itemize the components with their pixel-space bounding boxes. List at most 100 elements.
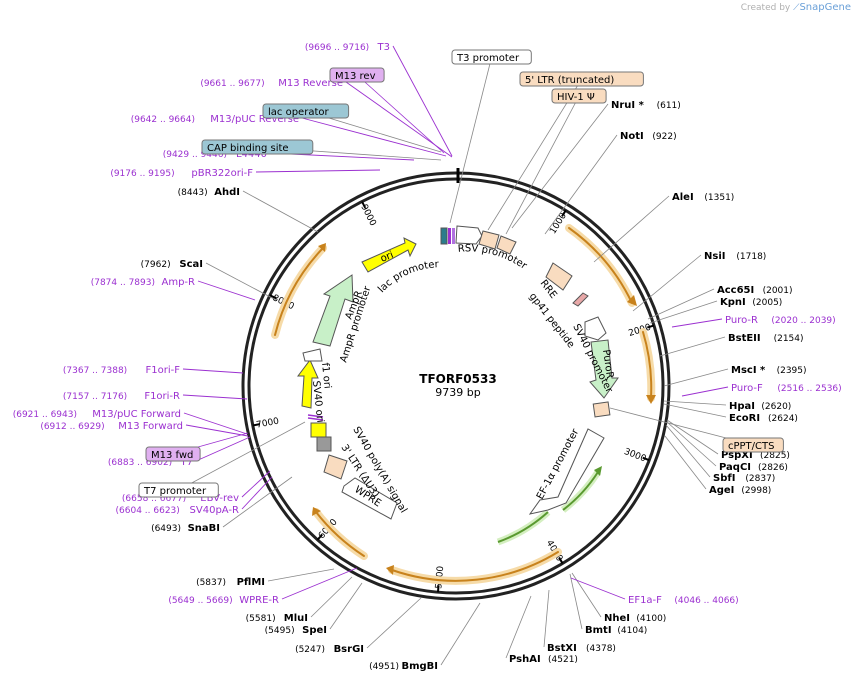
enzyme-scai: ScaI — [179, 259, 203, 270]
leader-line — [663, 403, 727, 418]
enzyme-pos-bmti: (4104) — [617, 626, 647, 636]
primer-pos-sv40pa-r: (6604 .. 6623) — [116, 506, 180, 516]
hiv-psi-box — [496, 235, 517, 255]
enzyme-pos-bstxi: (4378) — [586, 644, 616, 654]
primer-pos-puro-r: (2020 .. 2039) — [771, 316, 835, 326]
snapgene-credit: Created by ⟋SnapGene — [741, 2, 851, 13]
primer-leader — [182, 394, 248, 400]
enzyme-pos-bsrgi: (5247) — [295, 645, 325, 655]
primer-m13-forward: M13 Forward — [118, 421, 183, 432]
primer-leader — [681, 386, 729, 397]
leader-line — [665, 424, 711, 478]
primer-leader — [183, 412, 248, 435]
leader-line — [310, 576, 353, 618]
annotation-labels: NruI *(611)NotI(922)AleI(1351)NsiI(1718)… — [13, 42, 842, 672]
tick-label: 3000 — [622, 447, 647, 465]
tick-mark — [436, 585, 440, 593]
primer-leader — [197, 280, 256, 301]
leader-line — [663, 400, 727, 406]
enzyme-pos-kpni: (2005) — [752, 298, 782, 308]
tick-mark — [561, 209, 567, 217]
leader-line — [505, 595, 532, 659]
enzyme-agei: AgeI — [709, 485, 734, 496]
enzyme-msci: MscI * — [731, 365, 766, 376]
tick-mark — [252, 423, 260, 427]
feature-box-m13-rev — [329, 67, 385, 83]
sv40-promoter-arrow — [584, 316, 607, 341]
leader-line — [593, 195, 670, 263]
tick-mark — [316, 533, 323, 541]
lac-promoter-arrow — [455, 225, 483, 245]
box-leader — [505, 95, 580, 235]
feature-box-hiv-1 — [551, 88, 607, 104]
sv40-ori-label: SV40 ori — [310, 380, 325, 423]
enzyme-pos-msci: (2395) — [777, 366, 807, 376]
primer-wpre-r: WPRE-R — [239, 595, 279, 606]
rre-box — [545, 262, 573, 291]
enzyme-pshai: PshAI — [509, 654, 541, 665]
enzyme-noti: NotI — [620, 131, 644, 142]
tick-mark — [361, 201, 367, 209]
primer-puro-f: Puro-F — [731, 383, 763, 394]
feature-box-label-5-ltr-truncated: 5' LTR (truncated) — [525, 75, 614, 86]
feature-box-label-cppt-cts: cPPT/CTS — [728, 441, 774, 452]
feature-box-5-ltr-truncated — [519, 71, 644, 87]
tick-label: 9000 — [358, 203, 377, 228]
leader-line — [666, 421, 717, 467]
primer-leader — [241, 476, 273, 510]
primer-pos-ef1a-f: (4046 .. 4066) — [674, 596, 738, 606]
primer-pos-f1ori-r: (7157 .. 7176) — [63, 392, 127, 402]
primer-pos-t7: (6883 .. 6902) — [108, 458, 172, 468]
rsv-ltr-box — [478, 230, 500, 250]
enzyme-bsteii: BstEII — [728, 333, 761, 344]
ampr-arrow — [312, 274, 354, 347]
enzyme-pos-ahdi: (8443) — [178, 188, 208, 198]
feature-box-cap-binding-site — [201, 139, 314, 155]
enzyme-spei: SpeI — [302, 625, 327, 636]
enzyme-pos-agei: (2998) — [741, 486, 771, 496]
primer-leader — [195, 436, 251, 462]
enzyme-pflmi: PflMI — [237, 577, 265, 588]
leader-line — [267, 568, 335, 582]
primer-pos-m13-reverse: (9661 .. 9677) — [200, 79, 264, 89]
leader-line — [666, 419, 719, 455]
primer-leader — [255, 169, 381, 173]
ori-label: ori — [379, 250, 395, 265]
plasmid-name: TFORF0533 — [419, 372, 496, 386]
primer-leader — [671, 318, 723, 328]
leader-line — [511, 103, 609, 229]
feature-box-m13-fwd — [145, 446, 201, 462]
orf-arrows-inner — [496, 466, 602, 546]
primer-ef1a-f: EF1a-F — [628, 595, 662, 606]
enzyme-pos-hpai: (2620) — [761, 402, 791, 412]
enzyme-snabi: SnaBI — [188, 523, 220, 534]
feature-box-label-m13-fwd: M13 fwd — [151, 450, 193, 461]
enzyme-paqci: PaqCI — [719, 462, 751, 473]
enzyme-pos-spei: (5495) — [265, 626, 295, 636]
box-leader — [487, 78, 583, 231]
tick-mark — [646, 324, 655, 329]
leader-line — [649, 300, 718, 324]
enzyme-sbfi: SbfI — [713, 473, 735, 484]
leader-line — [647, 288, 715, 320]
primer-amp-r: Amp-R — [162, 277, 196, 288]
enzyme-alei: AleI — [672, 192, 694, 203]
enzyme-pos-pshai: (4521) — [548, 655, 578, 665]
primer-leader — [241, 470, 271, 498]
enzyme-pos-bmgbi: (4951) — [369, 662, 399, 672]
leader-line — [664, 435, 707, 490]
leader-lines — [172, 45, 754, 666]
ef1a-promoter-arrow — [528, 428, 605, 515]
enzyme-pos-paqci: (2826) — [758, 463, 788, 473]
feature-box-label-cap-binding-site: CAP binding site — [207, 143, 289, 154]
backbone — [241, 168, 671, 601]
enzyme-pos-nrui: (611) — [657, 101, 681, 111]
enzyme-nrui: NruI * — [611, 100, 645, 111]
credit-brand: SnapGene — [799, 2, 851, 13]
enzyme-bsrgi: BsrGI — [334, 644, 364, 655]
puror-arrow — [589, 339, 619, 399]
leader-line — [543, 589, 550, 648]
ampr-promoter-arrow — [302, 348, 323, 362]
f1-ori-label: f1 ori — [319, 362, 333, 389]
leader-line — [659, 336, 726, 357]
